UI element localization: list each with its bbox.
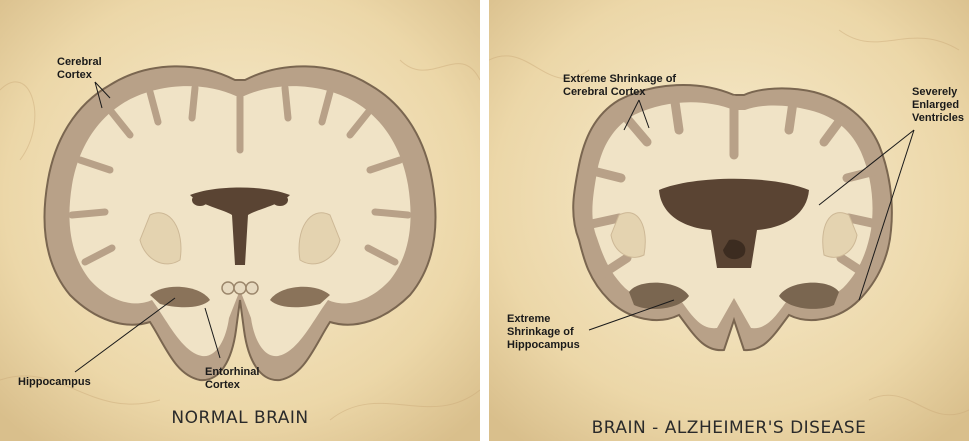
alzheimers-brain-illustration — [489, 0, 969, 441]
ventricle-left — [192, 194, 208, 206]
ventricle-right — [272, 194, 288, 206]
panel-divider — [480, 0, 489, 441]
label-hippocampus: Hippocampus — [18, 376, 91, 389]
mammillary-bodies — [222, 282, 258, 294]
label-entorhinal-cortex: Entorhinal Cortex — [205, 366, 259, 392]
label-cerebral-cortex: Cerebral Cortex — [57, 56, 102, 82]
alzheimers-brain-panel: Extreme Shrinkage of Cerebral Cortex Sev… — [489, 0, 969, 441]
normal-brain-panel: Cerebral Cortex Hippocampus Entorhinal C… — [0, 0, 480, 441]
caption-normal-brain: NORMAL BRAIN — [0, 408, 480, 428]
label-cortex-shrinkage: Extreme Shrinkage of Cerebral Cortex — [563, 73, 676, 99]
label-enlarged-ventricles: Severely Enlarged Ventricles — [912, 86, 964, 125]
caption-alzheimers-brain: BRAIN - ALZHEIMER'S DISEASE — [489, 418, 969, 438]
label-hippocampus-shrinkage: Extreme Shrinkage of Hippocampus — [507, 313, 580, 352]
